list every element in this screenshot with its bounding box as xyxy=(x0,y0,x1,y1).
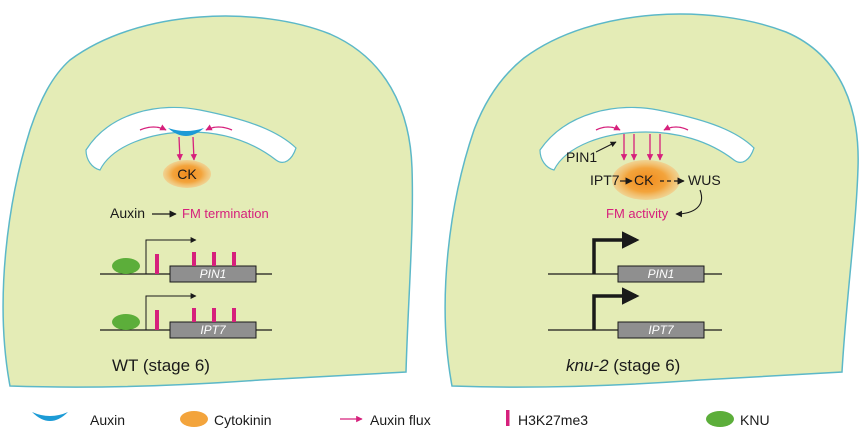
left-h3k27me3-mark xyxy=(155,310,159,330)
left-ipt7-tss-arrow xyxy=(145,293,197,330)
right-ipt7-tss-arrow xyxy=(592,287,640,330)
left-h3k27me3-mark xyxy=(232,308,236,322)
left-h3k27me3-mark xyxy=(192,308,196,322)
left-h3k27me3-mark xyxy=(192,252,196,266)
legend-knu-label: KNU xyxy=(740,412,770,428)
right-pin1-tss-arrow xyxy=(592,231,640,274)
left-auxin-mark xyxy=(168,128,204,136)
left-pin1-tss-arrow xyxy=(145,237,197,274)
legend-h3k27me3-swatch xyxy=(506,410,510,426)
left-panel: CK Auxin FM termination PIN1 IPT7 W xyxy=(2,15,414,388)
legend-flux-label: Auxin flux xyxy=(370,412,431,428)
left-stage-label: WT (stage 6) xyxy=(112,356,210,375)
left-h3k27me3-mark xyxy=(232,252,236,266)
legend-cytokinin-label: Cytokinin xyxy=(214,412,272,428)
left-auxin-label: Auxin xyxy=(110,205,145,221)
left-h3k27me3-mark xyxy=(212,252,216,266)
right-wus-fm-arrow xyxy=(675,189,702,218)
right-ck-label: CK xyxy=(634,172,654,188)
right-tissue-outline xyxy=(444,13,859,388)
legend: Auxin Cytokinin Auxin flux H3K27me3 KNU xyxy=(32,410,770,428)
left-pin1-locus: PIN1 xyxy=(100,237,272,283)
left-pin1-gene-label: PIN1 xyxy=(200,267,227,281)
left-fm-termination-label: FM termination xyxy=(182,206,269,221)
right-stage-suffix: (stage 6) xyxy=(609,356,681,375)
right-cytokinin-blob xyxy=(612,160,680,200)
right-ipt7-label: IPT7 xyxy=(590,172,620,188)
left-h3k27me3-mark xyxy=(155,254,159,274)
right-wus-label: WUS xyxy=(688,172,721,188)
legend-cytokinin-swatch xyxy=(180,411,208,427)
left-tissue-outline xyxy=(2,15,414,388)
right-auxin-flux-arrows xyxy=(595,124,689,161)
right-pin1-gene-box xyxy=(617,265,705,283)
legend-h3k27me3-label: H3K27me3 xyxy=(518,412,588,428)
right-ipt7-locus: IPT7 xyxy=(548,287,722,339)
left-h3k27me3-mark xyxy=(212,308,216,322)
left-ipt7-locus: IPT7 xyxy=(100,293,272,339)
right-pin1-locus: PIN1 xyxy=(548,231,722,283)
right-stage-genotype: knu-2 xyxy=(566,356,609,375)
left-primordium-gap xyxy=(85,106,297,171)
right-primordium-gap xyxy=(539,106,755,171)
right-pin1-arrow xyxy=(595,141,617,153)
legend-auxin-label: Auxin xyxy=(90,412,125,428)
left-ck-label: CK xyxy=(177,166,197,182)
left-cytokinin-blob xyxy=(163,160,211,188)
right-pin1-label: PIN1 xyxy=(566,149,597,165)
legend-knu-swatch xyxy=(706,411,734,427)
right-pin1-gene-label: PIN1 xyxy=(648,267,675,281)
right-ipt7-gene-box xyxy=(617,321,705,339)
left-auxin-flux-arrows xyxy=(139,124,233,161)
left-knu-protein-1 xyxy=(112,258,140,274)
right-ipt7-gene-label: IPT7 xyxy=(648,323,675,337)
right-panel: PIN1 IPT7 CK WUS FM activity PIN1 IPT7 k… xyxy=(444,13,859,388)
left-knu-protein-2 xyxy=(112,314,140,330)
legend-auxin-swatch xyxy=(32,412,68,421)
right-fm-activity-label: FM activity xyxy=(606,206,669,221)
left-ipt7-gene-label: IPT7 xyxy=(200,323,227,337)
right-stage-label: knu-2 (stage 6) xyxy=(566,356,680,375)
